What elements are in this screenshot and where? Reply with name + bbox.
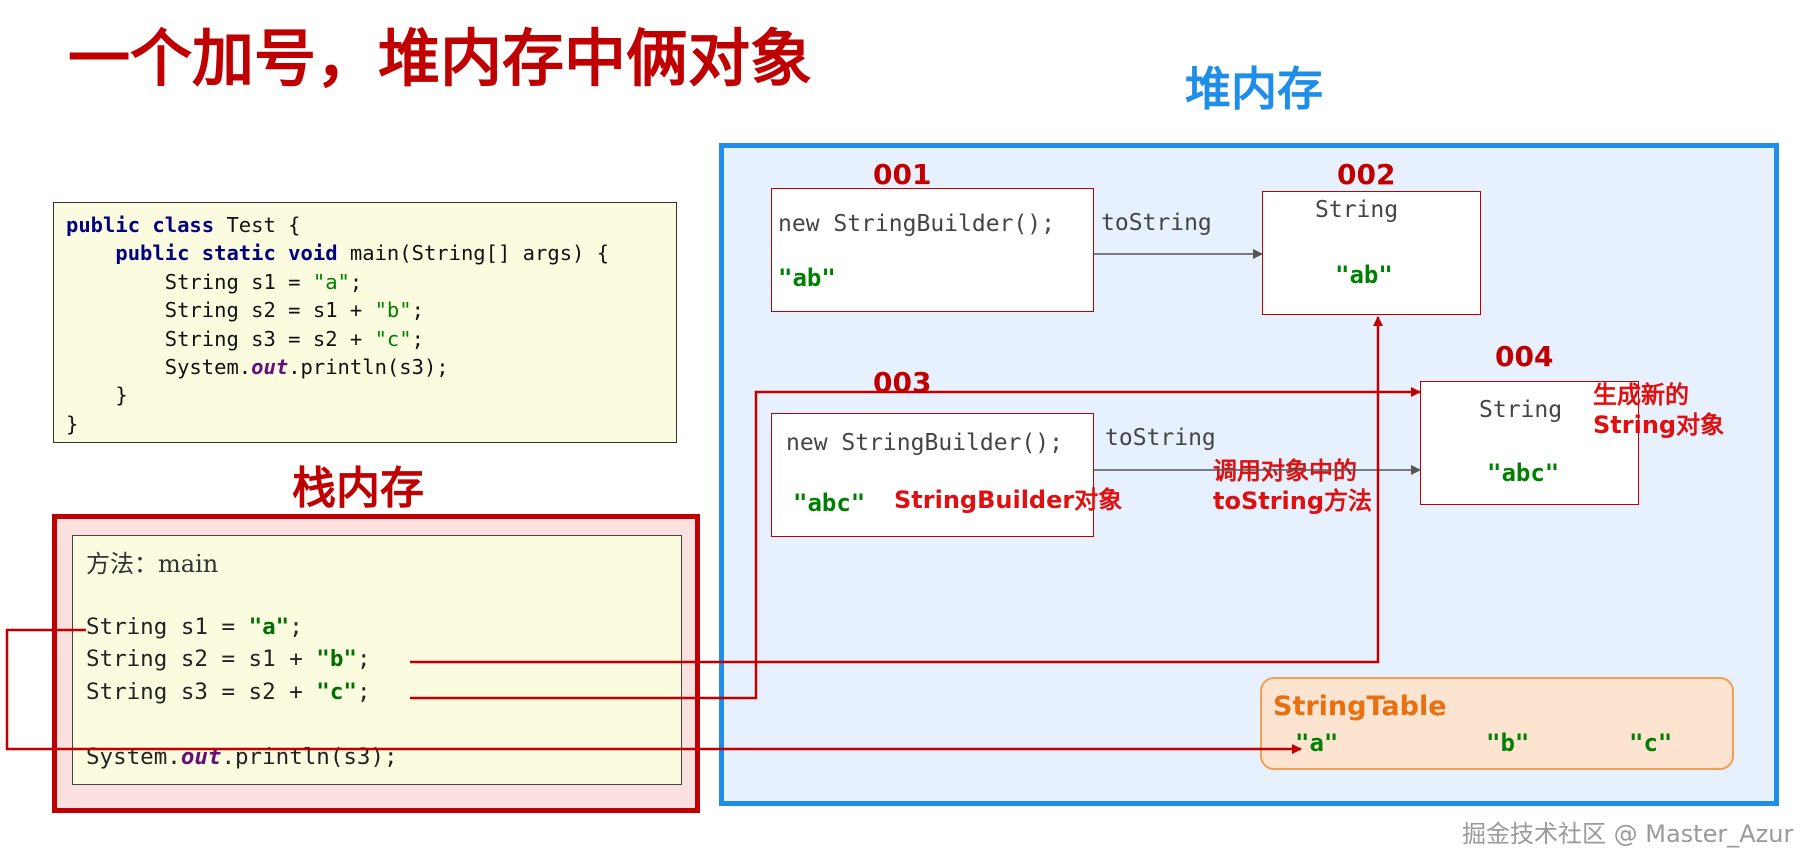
object-id-002: 002 <box>1337 158 1396 191</box>
stack-line-s3: String s3 = s2 + "c"; <box>86 679 371 705</box>
s1-reference-arrow <box>5 628 1302 754</box>
object-002-value: "ab" <box>1335 261 1393 289</box>
stack-line-print: System.out.println(s3); <box>86 744 398 770</box>
method-label: 方法：main <box>86 550 219 578</box>
string-table-entry-c: "c" <box>1629 729 1673 757</box>
stack-title: 栈内存 <box>292 463 424 514</box>
object-002-type: String <box>1315 197 1399 223</box>
string-object-004 <box>1420 381 1639 505</box>
new-string-note-line-1: 生成新的 <box>1593 381 1689 409</box>
object-id-004: 004 <box>1495 340 1554 373</box>
object-001-code: new StringBuilder(); <box>778 211 1055 237</box>
code-line: String s2 = s1 + "b"; <box>164 298 424 323</box>
code-line: System.out.println(s3); <box>164 355 449 380</box>
object-004-value: "abc" <box>1487 459 1560 487</box>
call-tostring-note: 调用对象中的 toString方法 <box>1213 456 1372 516</box>
tostring-label-2: toString <box>1105 425 1216 451</box>
stringbuilder-object-001 <box>771 188 1094 312</box>
code-line: String s3 = s2 + "c"; <box>164 326 424 351</box>
object-003-value: "abc" <box>793 489 866 517</box>
stack-line-s1: String s1 = "a"; <box>86 614 303 640</box>
source-code-box: public class Test { public static void m… <box>53 202 677 443</box>
main-method-frame <box>72 535 682 785</box>
call-note-line-1: 调用对象中的 <box>1213 457 1357 485</box>
s2-reference-arrow <box>410 316 1383 664</box>
string-table <box>1260 677 1734 770</box>
string-table-entry-b: "b" <box>1486 729 1530 757</box>
heap-title: 堆内存 <box>1185 62 1323 116</box>
new-string-object-note: 生成新的 String对象 <box>1593 380 1724 440</box>
code-line: } <box>66 411 79 436</box>
string-object-002 <box>1262 191 1481 315</box>
object-004-type: String <box>1479 397 1563 423</box>
code-line: String s1 = "a"; <box>164 269 363 294</box>
page-title: 一个加号，堆内存中俩对象 <box>68 22 813 95</box>
stringbuilder-object-003 <box>771 413 1094 537</box>
object-001-value: "ab" <box>778 264 836 292</box>
stack-line-s2: String s2 = s1 + "b"; <box>86 646 371 672</box>
code-line: public static void main(String[] args) { <box>115 241 610 266</box>
call-note-line-2: toString方法 <box>1213 487 1373 515</box>
string-table-entry-a: "a" <box>1295 729 1339 757</box>
s3-reference-arrow <box>410 387 1421 700</box>
tostring-label-1: toString <box>1101 210 1212 236</box>
stringbuilder-object-note: StringBuilder对象 <box>894 486 1123 514</box>
new-string-note-line-2: String对象 <box>1593 411 1725 439</box>
object-id-001: 001 <box>873 158 932 191</box>
object-003-code: new StringBuilder(); <box>786 430 1063 456</box>
code-line: public class Test { <box>66 213 301 237</box>
watermark: 掘金技术社区 @ Master_Azur <box>1462 820 1794 848</box>
string-table-title: StringTable <box>1273 691 1447 722</box>
code-line: } <box>66 383 128 408</box>
